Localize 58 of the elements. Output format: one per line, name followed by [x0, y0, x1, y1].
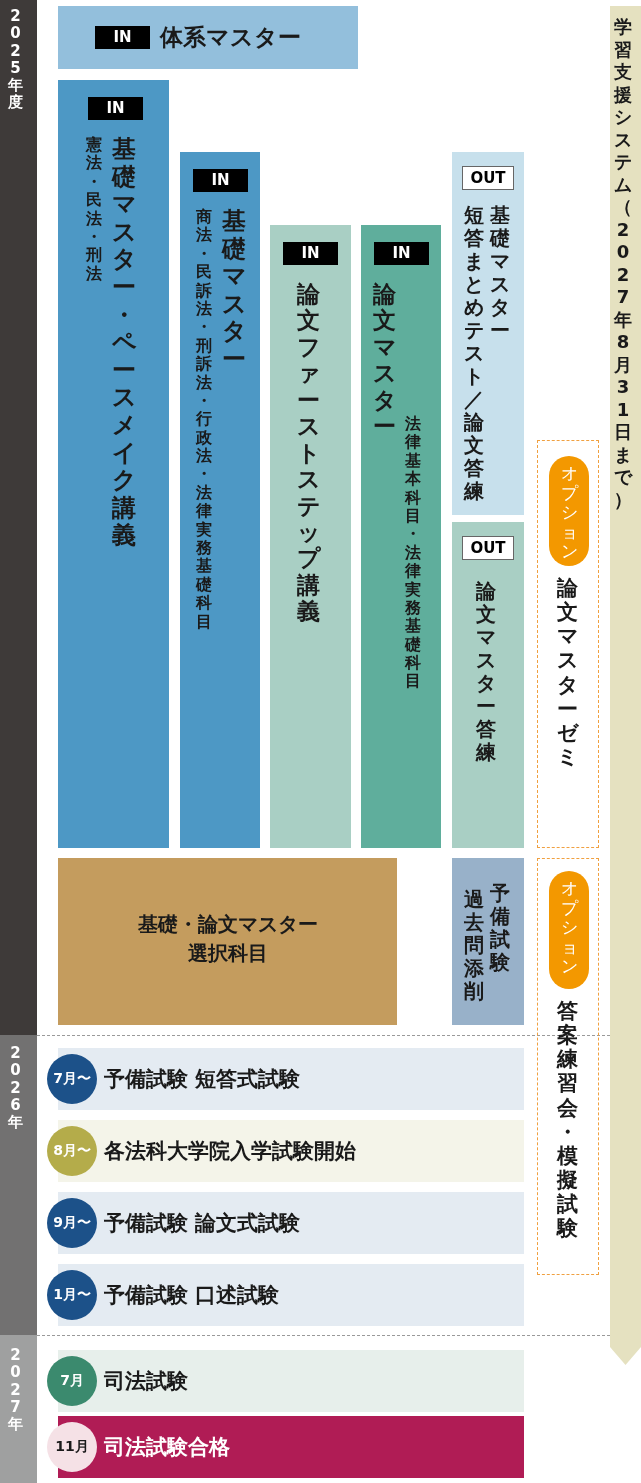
- subject-list: 憲法・民法・刑法: [86, 136, 102, 284]
- course-bar: [270, 225, 351, 848]
- course-title: 答案練習会・模擬試験: [557, 999, 578, 1241]
- year-label: 2025年度: [8, 8, 23, 112]
- event-label: 予備試験 論文式試験: [104, 1210, 301, 1237]
- course-bar: [452, 522, 524, 848]
- course-title: 基礎マスター: [222, 208, 246, 374]
- course-title: 基礎マスター・ペースメイク講義: [112, 136, 136, 550]
- course-bar: [452, 858, 524, 1025]
- category-tag: IN: [193, 169, 248, 192]
- option-pill: オプション: [549, 871, 589, 989]
- category-tag: OUT: [462, 536, 514, 560]
- course-bar: [180, 152, 260, 848]
- month-badge: 1月〜: [47, 1270, 97, 1320]
- month-badge: 7月〜: [47, 1054, 97, 1104]
- event-label: 予備試験 短答式試験: [104, 1066, 301, 1093]
- category-tag: IN: [95, 26, 150, 49]
- course-title: 基礎・論文マスター選択科目: [138, 911, 318, 967]
- month-badge: 7月: [47, 1356, 97, 1406]
- year-band: [0, 0, 37, 1035]
- year-band: [0, 1335, 37, 1483]
- course-title: 短答まとめテスト／論文答練: [464, 204, 484, 503]
- category-tag: OUT: [462, 166, 514, 190]
- course-bar: [361, 225, 441, 848]
- category-tag: IN: [374, 242, 429, 265]
- course-title: 基礎マスター: [490, 204, 510, 342]
- event-label: 各法科大学院入学試験開始: [104, 1138, 356, 1165]
- course-bar: [452, 152, 524, 515]
- subject-list: 商法・民訴法・刑訴法・行政法・法律実務基礎科目: [196, 208, 212, 631]
- year-band: [0, 1035, 37, 1335]
- timeline-row: [58, 1416, 524, 1478]
- course-title: 論文マスターゼミ: [557, 576, 578, 770]
- course-bar: [58, 6, 358, 69]
- course-title: 過去問添削: [464, 888, 484, 1003]
- event-label: 司法試験: [104, 1368, 188, 1395]
- month-badge: 8月〜: [47, 1126, 97, 1176]
- course-title: 体系マスター: [160, 23, 301, 52]
- course-bar: [58, 80, 169, 848]
- subject-list: 法律基本科目・法律実務基礎科目: [405, 415, 421, 691]
- option-pill: オプション: [549, 456, 589, 566]
- category-tag: IN: [88, 97, 143, 120]
- option-box: [537, 440, 599, 848]
- event-label: 司法試験合格: [104, 1434, 230, 1461]
- course-title: 論文ファーストステップ講義: [297, 281, 320, 625]
- event-label: 予備試験 口述試験: [104, 1282, 280, 1309]
- year-label: 2027年: [8, 1347, 23, 1434]
- month-badge: 11月: [47, 1422, 97, 1472]
- course-bar: [58, 858, 397, 1025]
- course-title: 論文マスター答練: [476, 580, 496, 764]
- course-title: 論文マスター: [373, 281, 396, 440]
- course-title: 予備試験: [490, 882, 510, 974]
- category-tag: IN: [283, 242, 338, 265]
- option-box: [537, 858, 599, 1275]
- system-label: 学習支援システム（2027年8月31日まで）: [614, 16, 632, 511]
- year-label: 2026年: [8, 1045, 23, 1132]
- month-badge: 9月〜: [47, 1198, 97, 1248]
- timeline-row: [58, 1350, 524, 1412]
- arrow-band: [610, 6, 641, 1365]
